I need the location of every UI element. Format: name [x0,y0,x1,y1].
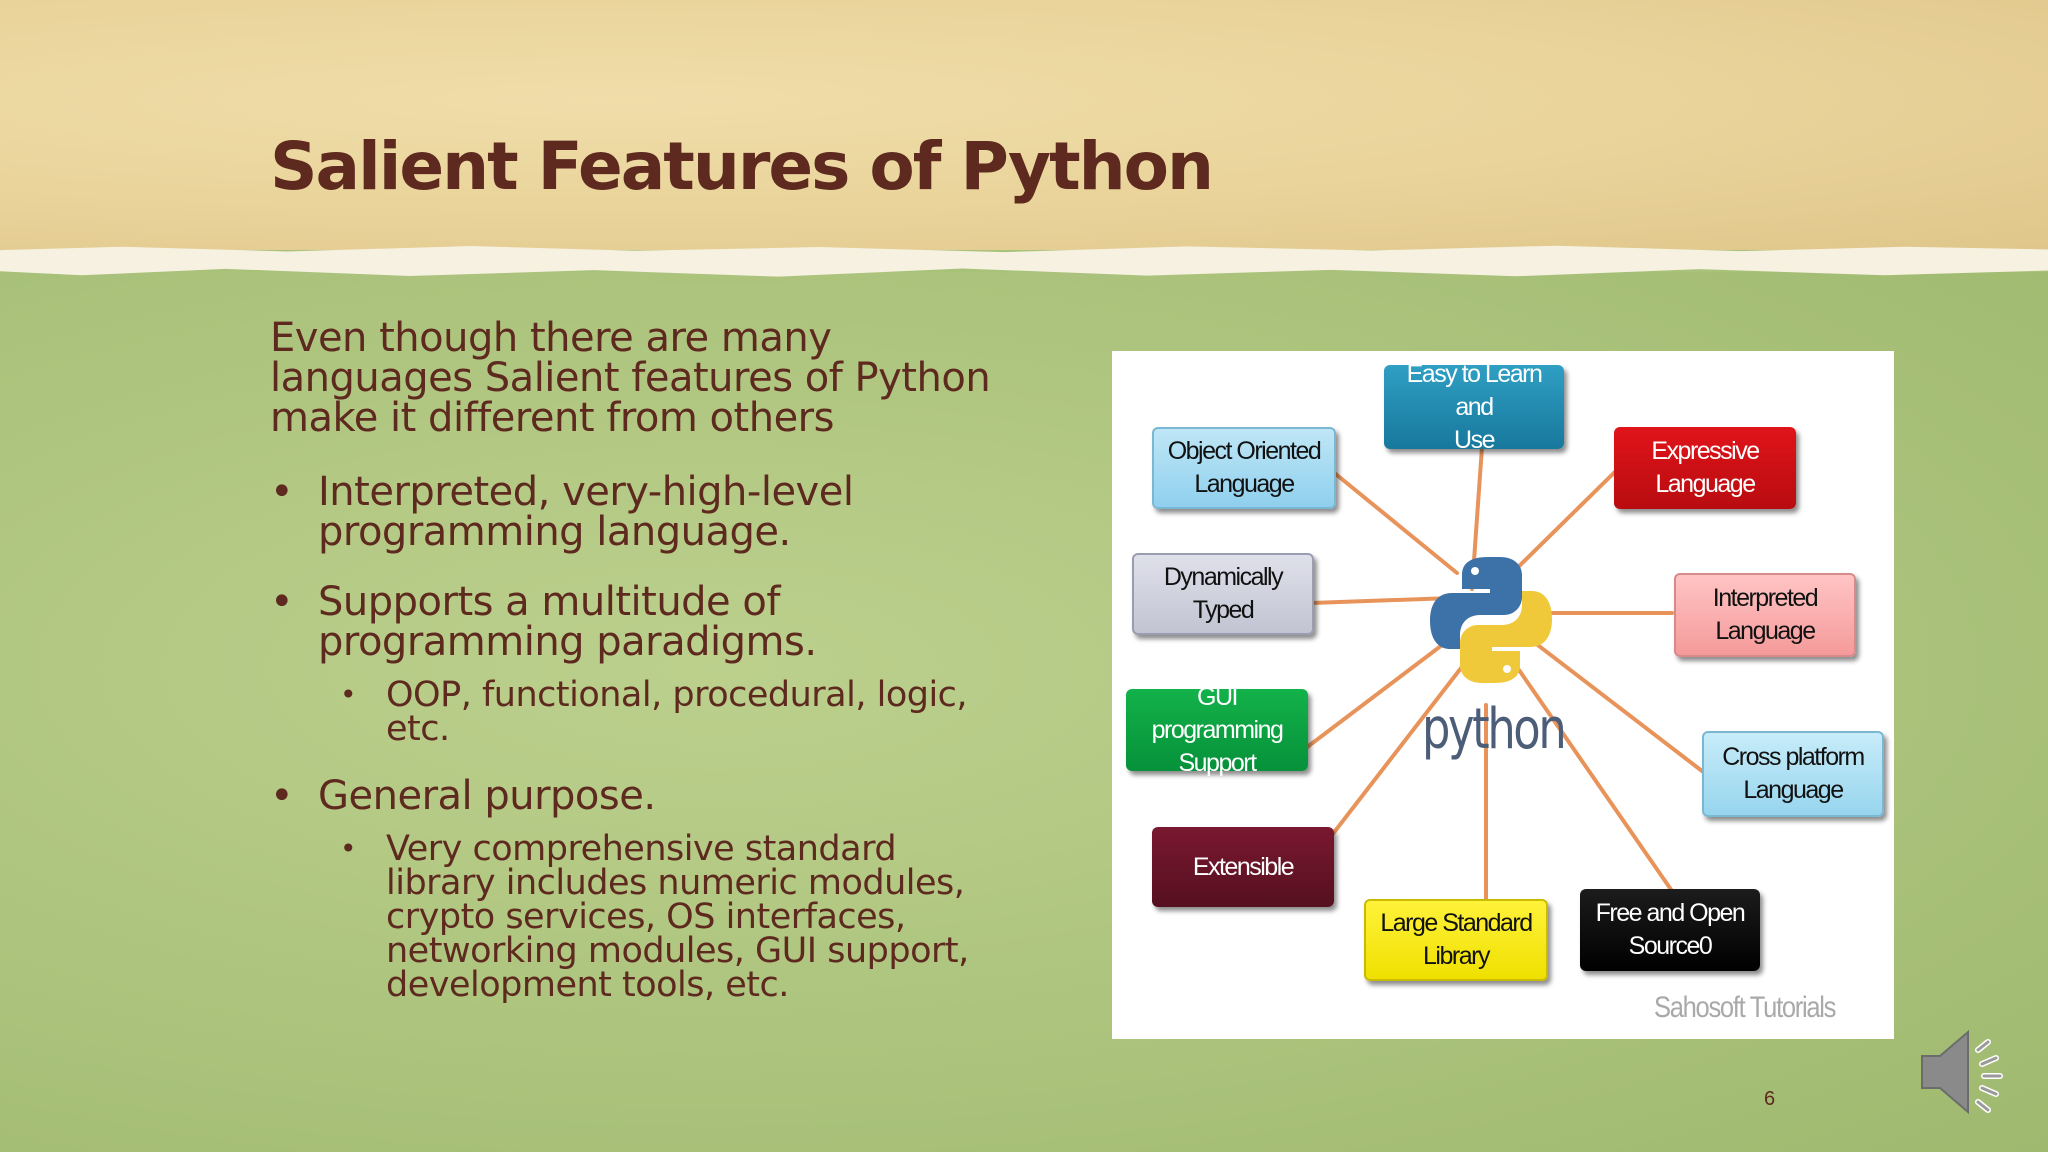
bullet-text: General purpose. [318,773,656,819]
bullet-item: • General purpose. [270,776,1010,816]
bullet-glyph: • [340,832,357,865]
python-wordmark: python [1422,697,1567,762]
page-number: 6 [1764,1088,1776,1110]
bullet-glyph: • [270,469,294,515]
intro-paragraph: Even though there are many languages Sal… [270,315,991,441]
sub-bullet-item: • OOP, functional, procedural, logic, et… [270,675,1010,749]
sub-bullet-item: • Very comprehensive standard library in… [270,829,1010,1005]
bullet-glyph: • [270,579,294,625]
watermark: Sahosoft Tutorials [1654,991,1836,1024]
feature-box: Extensible [1152,827,1334,907]
sub-bullet-text: Very comprehensive standard library incl… [386,829,969,1005]
python-logo-icon [1430,557,1552,683]
bullet-item: • Interpreted, very-high-level programmi… [270,472,1010,552]
bullet-glyph: • [340,678,357,711]
bullet-glyph: • [270,773,294,819]
sub-bullet-text: OOP, functional, procedural, logic, etc. [386,675,968,749]
bullet-text: Interpreted, very-high-level programming… [318,469,854,555]
bullet-text: Supports a multitude of programming para… [318,579,817,665]
speaker-icon[interactable] [1918,1024,2018,1120]
text-column: Even though there are many languages Sal… [270,318,1010,1032]
slide-title: Salient Features of Python [270,128,1214,205]
header-band [0,0,2048,250]
connector-lines [1300,445,1704,901]
bullet-item: • Supports a multitude of programming pa… [270,582,1010,662]
